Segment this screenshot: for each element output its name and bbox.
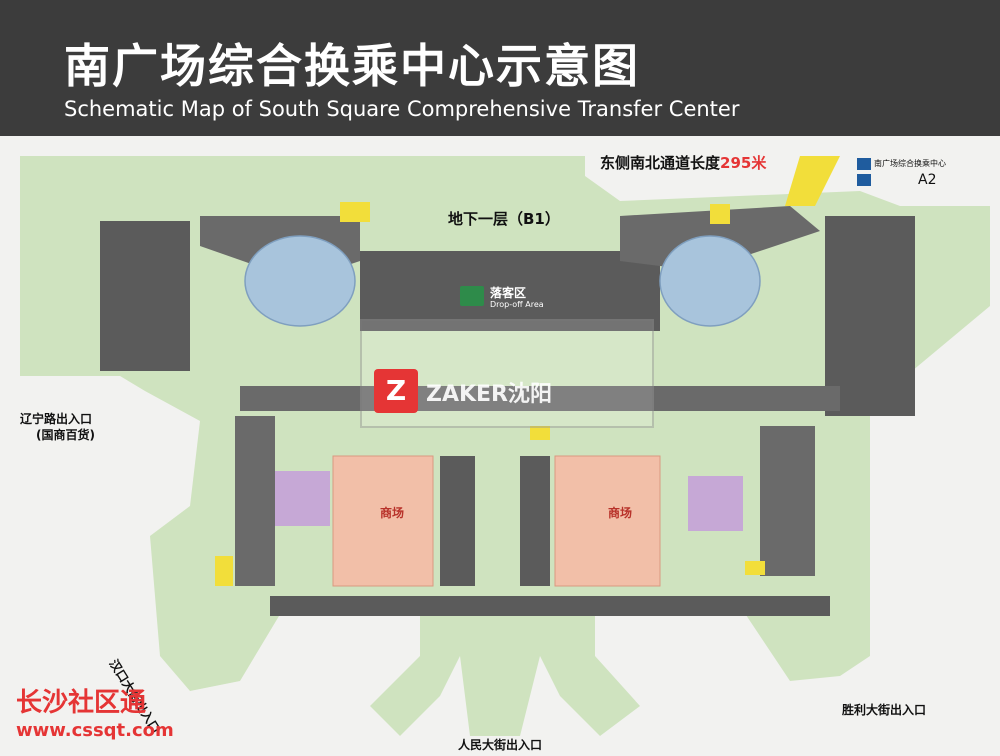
page-title: 南广场综合换乘中心示意图	[64, 39, 640, 93]
store-west	[275, 471, 330, 526]
metro-icon	[857, 158, 871, 170]
dropoff-en: Drop-off Area	[490, 300, 544, 309]
exit-liaoning-sub: (国商百货)	[36, 428, 95, 442]
page-subtitle: Schematic Map of South Square Comprehens…	[64, 97, 740, 121]
legend-item-1: 南广场综合换乘中心	[874, 159, 946, 168]
zaker-logo: Z	[374, 369, 418, 413]
building-east	[825, 216, 915, 416]
corridor-note: 东侧南北通道长度295米	[600, 152, 766, 173]
level-label: 地下一层（B1）	[448, 210, 560, 228]
circle-east	[659, 235, 761, 327]
block-w2	[235, 416, 275, 586]
elevator-3	[215, 556, 233, 586]
mall-east-label: 商场	[608, 506, 633, 520]
building-north-band	[360, 251, 660, 331]
block-se	[520, 456, 550, 586]
store-east	[688, 476, 743, 531]
circle-west	[244, 235, 356, 327]
corridor-south	[270, 596, 830, 616]
car-icon	[460, 286, 484, 306]
map-icon	[857, 174, 871, 186]
zaker-text: ZAKER沈阳	[426, 382, 552, 407]
mall-west-label: 商场	[380, 506, 405, 520]
corridor-band	[240, 386, 840, 411]
bottom-watermark: 长沙社区通	[16, 688, 147, 718]
corridor-note-value: 295米	[720, 154, 767, 172]
exit-renmin-label: 人民大街出入口	[458, 738, 543, 752]
block-sw	[440, 456, 475, 586]
transfer-center-map: 地下一层（B1） 东侧南北通道长度295米 落客区 Drop-off Area …	[0, 136, 1000, 756]
bottom-watermark-url: www.cssqt.com	[16, 720, 174, 741]
legend-item-2: A2	[918, 172, 937, 188]
header-bar: 南广场综合换乘中心示意图 Schematic Map of South Squa…	[0, 0, 1000, 136]
elevator-2	[710, 204, 730, 224]
center-watermark: Z ZAKER沈阳	[360, 319, 654, 428]
exit-liaoning-label: 辽宁路出入口	[20, 412, 93, 426]
elevator-1	[340, 202, 370, 222]
mall-east	[554, 455, 661, 587]
map-drawing	[20, 156, 990, 736]
elevator-4	[530, 426, 550, 440]
block-e2	[760, 426, 815, 576]
exit-shengli-label: 胜利大街出入口	[842, 703, 927, 717]
mall-west	[332, 455, 434, 587]
dropoff-label: 落客区	[490, 286, 527, 300]
elevator-ramp	[785, 156, 840, 206]
elevator-5	[745, 561, 765, 575]
building-west	[100, 221, 190, 371]
corridor-note-prefix: 东侧南北通道长度	[600, 154, 721, 172]
